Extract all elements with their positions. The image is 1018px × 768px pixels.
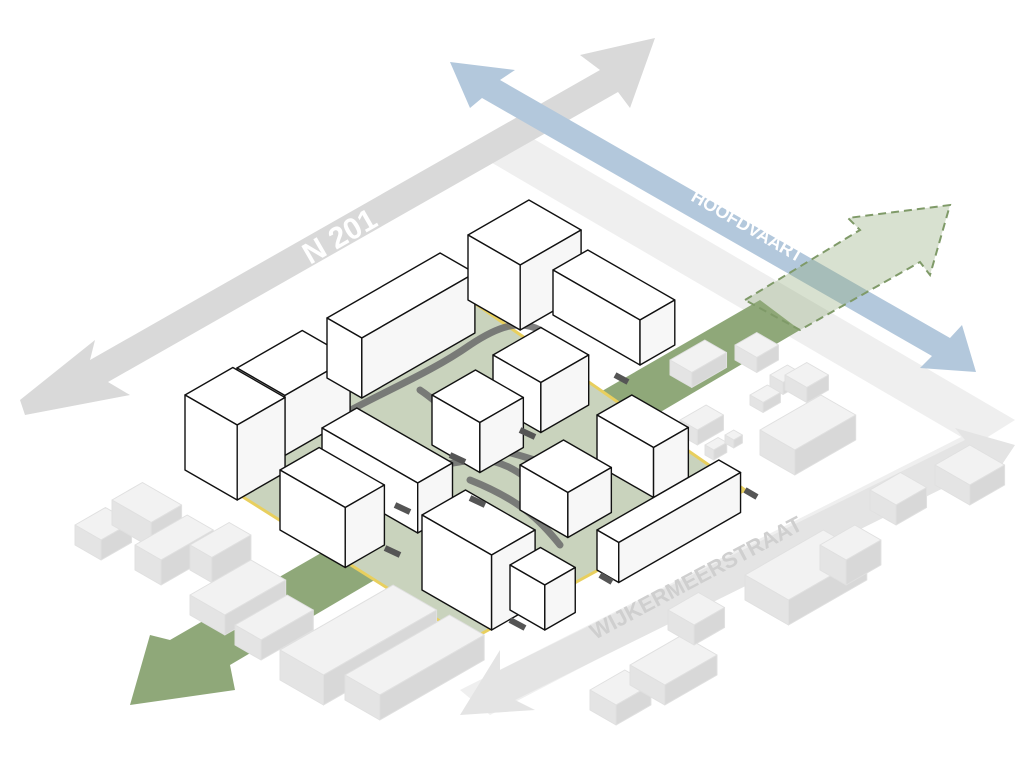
flow-arrow — [743, 487, 759, 500]
road-plane-back — [470, 128, 1015, 445]
flow-arrow — [508, 617, 527, 631]
building-face — [713, 442, 728, 461]
context-building — [759, 394, 857, 476]
proposed-building — [431, 369, 525, 474]
building-face — [361, 272, 476, 399]
context-building — [589, 669, 652, 726]
context-buildings — [74, 332, 1006, 726]
context-building — [934, 444, 1006, 506]
green-corridor-dashed-arrow — [742, 203, 952, 332]
proposed-building — [519, 439, 613, 539]
n201-arrow — [20, 38, 655, 415]
context-building — [629, 634, 718, 706]
proposed-buildings — [184, 199, 742, 631]
context-building — [669, 339, 728, 388]
building-face — [540, 354, 590, 434]
building-face — [344, 484, 386, 569]
context-building — [704, 437, 728, 461]
context-building — [749, 384, 781, 413]
proposed-building — [552, 249, 676, 366]
building-face — [379, 634, 485, 721]
proposed-building — [467, 199, 582, 331]
building-face — [639, 299, 676, 366]
n201-label: N 201 — [297, 202, 383, 271]
context-building — [724, 429, 743, 449]
building-face — [544, 566, 576, 631]
context-building — [189, 522, 252, 583]
building-face — [664, 654, 718, 706]
proposed-building — [596, 394, 690, 499]
context-building — [234, 594, 314, 661]
building-face — [691, 352, 728, 388]
building-face — [260, 609, 314, 661]
building-face — [733, 434, 743, 449]
building-face — [794, 414, 857, 476]
building-face — [479, 396, 525, 474]
building-face — [969, 464, 1006, 506]
context-building — [784, 362, 829, 403]
building-face — [895, 487, 928, 526]
flow-arrows — [383, 372, 759, 631]
flow-arrow — [518, 427, 537, 440]
building-face — [756, 344, 779, 373]
proposed-building — [509, 546, 576, 631]
building-face — [696, 414, 724, 446]
context-building — [189, 559, 287, 636]
building-face — [762, 392, 781, 413]
proposed-building — [279, 446, 386, 569]
context-building — [734, 332, 779, 373]
building-face — [806, 374, 829, 403]
building-face — [618, 471, 742, 584]
context-building — [344, 614, 485, 721]
flow-arrow — [383, 545, 402, 558]
hoofdvaart-arrow — [450, 62, 976, 372]
context-building — [111, 482, 183, 548]
proposed-building — [326, 252, 476, 399]
building-face — [693, 607, 726, 646]
context-building — [667, 592, 726, 646]
flow-arrow — [468, 495, 487, 508]
building-face — [845, 539, 882, 586]
flow-arrow — [448, 452, 467, 465]
flow-arrow — [613, 372, 630, 385]
building-face — [615, 684, 652, 726]
flow-arrow — [393, 502, 412, 515]
context-building — [819, 524, 882, 586]
building-face — [567, 466, 613, 539]
proposed-building — [596, 459, 742, 584]
context-building — [869, 472, 928, 526]
flow-arrow — [598, 572, 614, 585]
